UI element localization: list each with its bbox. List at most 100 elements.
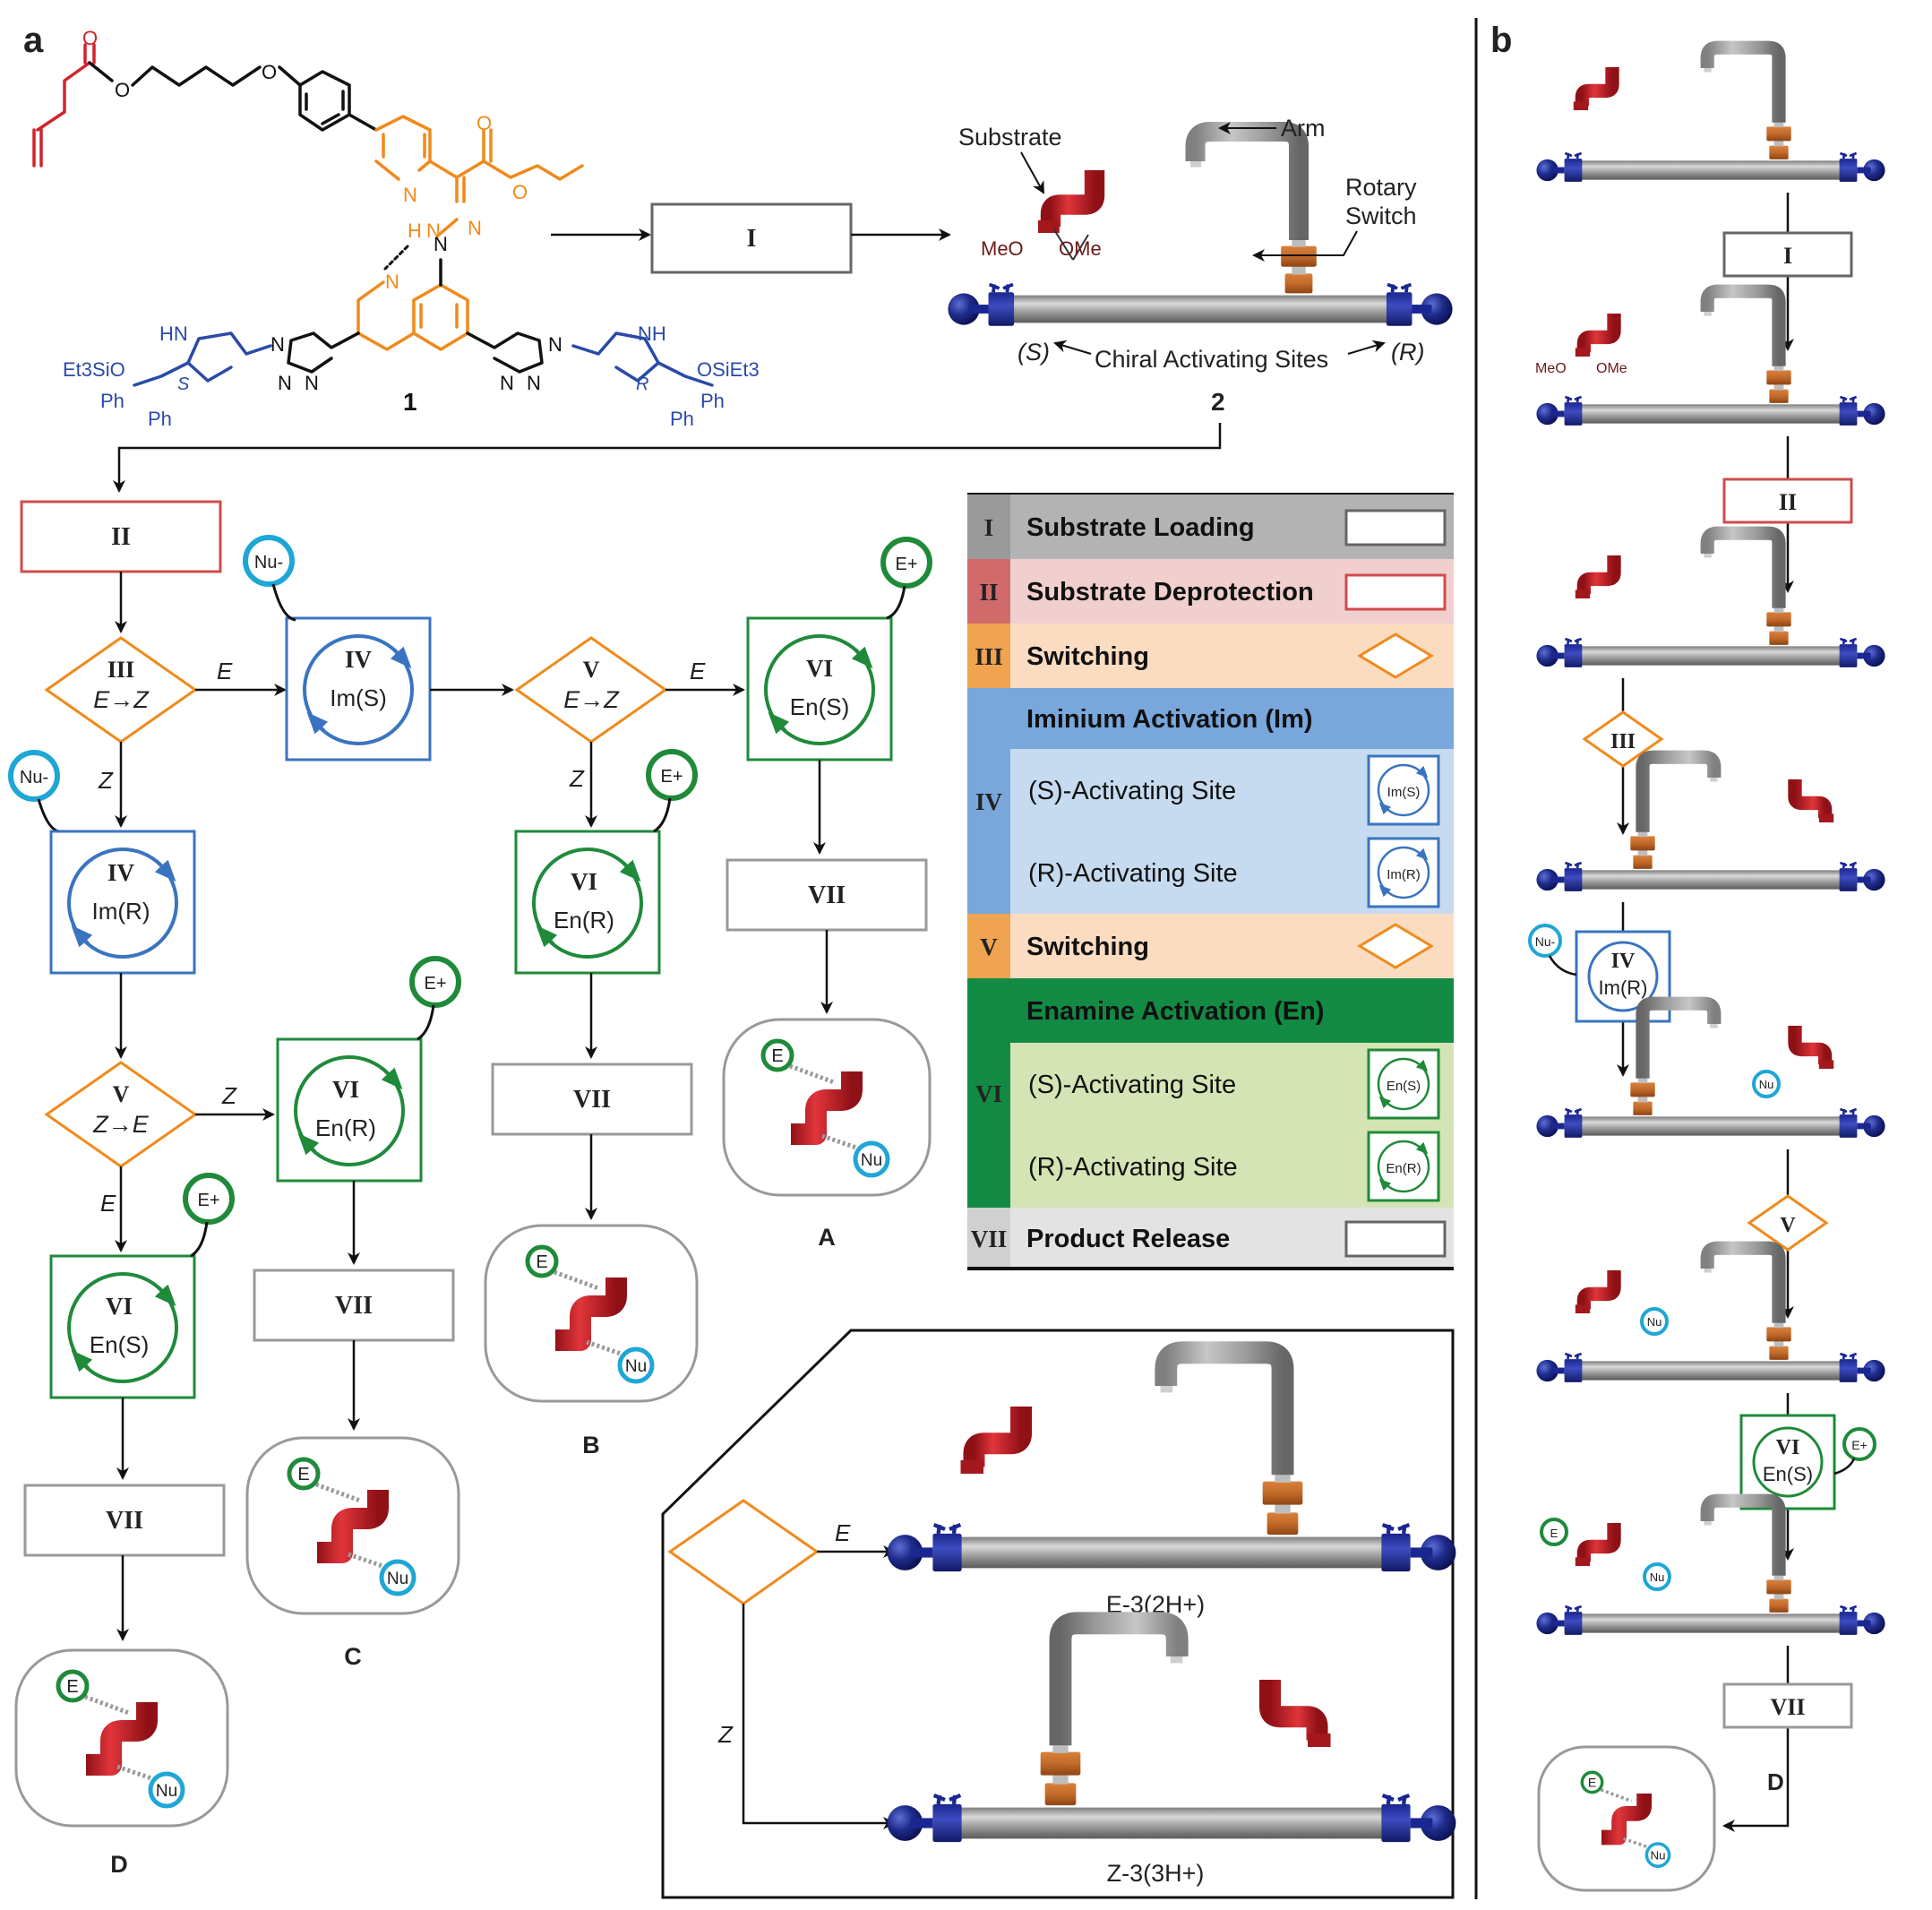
hydrazone-n2: N — [426, 219, 441, 242]
hydrazone-n1: N — [468, 217, 482, 239]
product-capsule-b: ENu — [484, 1224, 699, 1403]
legend-text: Iminium Activation (Im) — [1026, 705, 1313, 734]
svg-text:Nu: Nu — [1650, 1570, 1665, 1584]
triazole-n2-left: N — [278, 372, 292, 394]
legend-text: (R)-Activating Site — [1028, 859, 1238, 888]
product-label-b: B — [582, 1432, 600, 1458]
en-r-step-2: VI — [332, 1076, 359, 1103]
legend-num: IV — [975, 788, 1003, 815]
triazole-n2-right: N — [500, 372, 514, 394]
z-to-e: Z→E — [92, 1111, 149, 1138]
en-s-label-2: En(S) — [90, 1331, 149, 1358]
product-e-badge: E — [297, 1465, 309, 1484]
branch-z-1: Z — [98, 767, 114, 794]
et3sio-group: Et3SiO — [63, 358, 125, 381]
e-plus-badge-2: E+ — [646, 749, 698, 833]
product-capsule-a: ENu — [722, 1018, 932, 1197]
b-nu-badge: Nu- — [1528, 924, 1577, 977]
pyrrolidine-hn: HN — [159, 323, 188, 345]
b-en-s-box: VI En(S) — [1739, 1414, 1836, 1510]
svg-text:Im(S): Im(S) — [1387, 785, 1421, 800]
product-nu-badge: Nu — [861, 1151, 882, 1170]
pyridine-nitrogen: N — [403, 184, 417, 206]
legend-row-4: Iminium Activation (Im) — [967, 688, 1454, 749]
substrate-label: Substrate — [958, 124, 1062, 151]
hydrazone-nh: H — [408, 219, 422, 242]
b-step-v-label: V — [1780, 1214, 1796, 1237]
site-s-pointer — [1053, 340, 1092, 355]
legend-symbol — [1344, 1220, 1447, 1258]
en-r-label-1: En(R) — [554, 907, 614, 933]
e-to-z-2: E→Z — [563, 686, 620, 713]
svg-text:Nu: Nu — [1759, 1078, 1774, 1091]
osiet3-group: OSiEt3 — [697, 358, 760, 381]
legend-symbol — [1357, 632, 1434, 679]
nu-badge-1: Nu- — [243, 535, 296, 622]
svg-text:Nu: Nu — [1647, 1315, 1662, 1329]
branch-z-2: Z — [569, 765, 585, 792]
flowchart: II III E→Z E IV Im(S) Nu- V E→Z E — [8, 500, 932, 1641]
site-s-label: (S) — [1018, 339, 1050, 366]
stereo-s: S — [177, 374, 190, 394]
legend-num: I — [984, 514, 994, 541]
branch-e-3: E — [100, 1190, 116, 1217]
en-s-box-2: VI En(S) — [49, 1254, 196, 1399]
step-iii-label: III — [107, 657, 134, 683]
step-vii-box-4 — [23, 1484, 226, 1557]
product-e-badge: E — [66, 1677, 78, 1697]
meo-label: MeO — [981, 237, 1024, 260]
legend-text: Product Release — [1026, 1225, 1230, 1253]
b-product-d-label: D — [1767, 1768, 1784, 1795]
step-ii-label: II — [111, 523, 131, 551]
svg-text:Nu-: Nu- — [254, 553, 283, 572]
quinoline-nitrogen: N — [385, 271, 399, 293]
en-r-label-2: En(R) — [315, 1114, 376, 1141]
amine-n: N — [434, 233, 448, 255]
switching-inset: E Z E-3(2H+) Z-3(3H+) — [661, 1329, 1455, 1899]
triazole-n-right: N — [548, 333, 562, 356]
stereo-r: R — [636, 374, 648, 394]
b-nu-attached-3 — [1643, 1562, 1671, 1591]
product-label-a: A — [818, 1224, 836, 1251]
product-capsule-d-b: ENu — [1537, 1745, 1716, 1892]
legend-symbol — [1344, 573, 1447, 611]
e-plus-badge-4: E+ — [183, 1173, 235, 1258]
legend-num: II — [979, 579, 998, 606]
ether-oxygen: O — [262, 61, 277, 83]
triazole-n-left: N — [270, 333, 285, 356]
b-step-i-label: I — [1783, 243, 1792, 269]
legend-text: Switching — [1026, 933, 1149, 961]
product-capsule-c: ENu — [245, 1436, 460, 1615]
legend-text: (R)-Activating Site — [1028, 1153, 1238, 1182]
pyridine-hydrazone — [374, 115, 584, 237]
b-step-vii-label: VII — [1770, 1694, 1805, 1720]
e-plus-badge-1: E+ — [880, 537, 932, 620]
carbonyl-oxygen: O — [82, 27, 98, 49]
product-nu-badge: Nu — [156, 1782, 177, 1801]
nu-badge-2: Nu- — [8, 750, 60, 833]
b-meo: MeO — [1535, 361, 1567, 376]
e-plus-badge-3: E+ — [409, 956, 461, 1041]
product-nu-badge: Nu — [625, 1357, 647, 1376]
quinoline-core — [356, 280, 469, 351]
b-nu-attached-2 — [1640, 1307, 1669, 1336]
legend-text: Substrate Deprotection — [1026, 578, 1314, 607]
legend-row-1: Substrate Loading — [967, 495, 1454, 559]
b-step-iii-label: III — [1610, 730, 1636, 753]
legend-symbol — [1344, 509, 1447, 546]
svg-text:Im(R): Im(R) — [1599, 977, 1648, 999]
product-capsule-d: E Nu — [14, 1648, 229, 1828]
rotary-switch-label-2: Switch — [1345, 202, 1417, 229]
product-label-c: C — [344, 1643, 362, 1670]
panel-label-b: b — [1490, 21, 1512, 60]
b-step-v-diamond — [1747, 1194, 1829, 1252]
compound-1-structure: O O O N O O N H N — [32, 27, 760, 430]
product-nu-badge: Nu — [1651, 1849, 1666, 1863]
svg-text:En(S): En(S) — [1387, 1079, 1421, 1094]
